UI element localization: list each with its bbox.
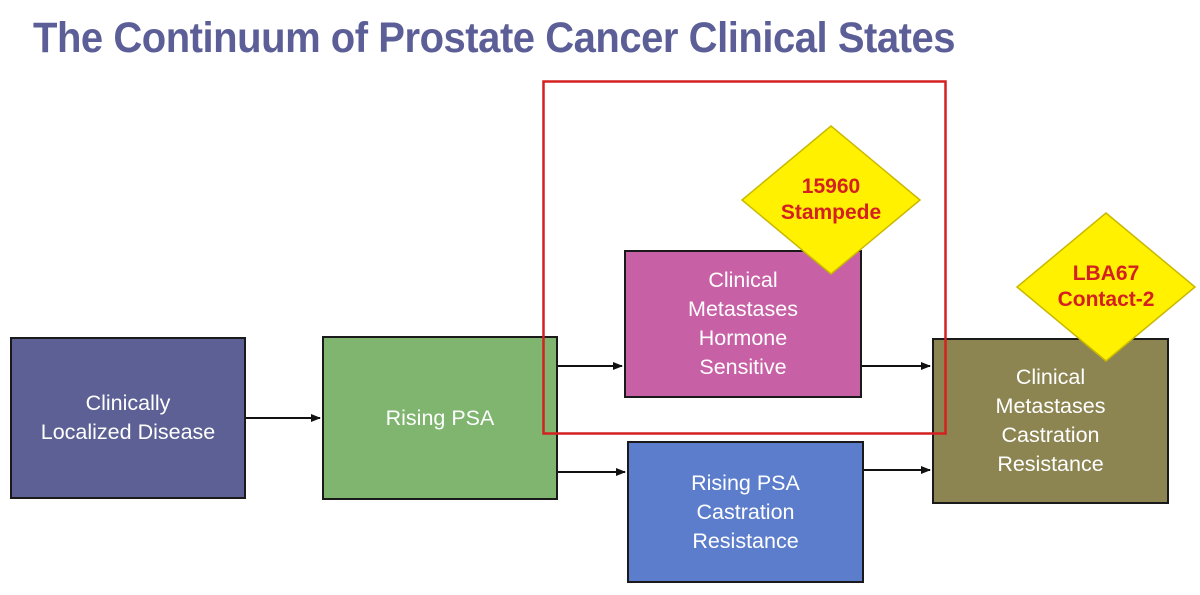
badge-contact-label: LBA67 Contact-2 xyxy=(1057,262,1155,311)
state-rising-psa-castration-resistance: Rising PSA Castration Resistance xyxy=(627,441,864,583)
badge-stampede-label: 15960 Stampede xyxy=(780,175,882,224)
state-clinically-localized-disease: Clinically Localized Disease xyxy=(10,337,246,499)
state-rising-psa: Rising PSA xyxy=(322,336,558,500)
slide-title: The Continuum of Prostate Cancer Clinica… xyxy=(33,14,956,62)
